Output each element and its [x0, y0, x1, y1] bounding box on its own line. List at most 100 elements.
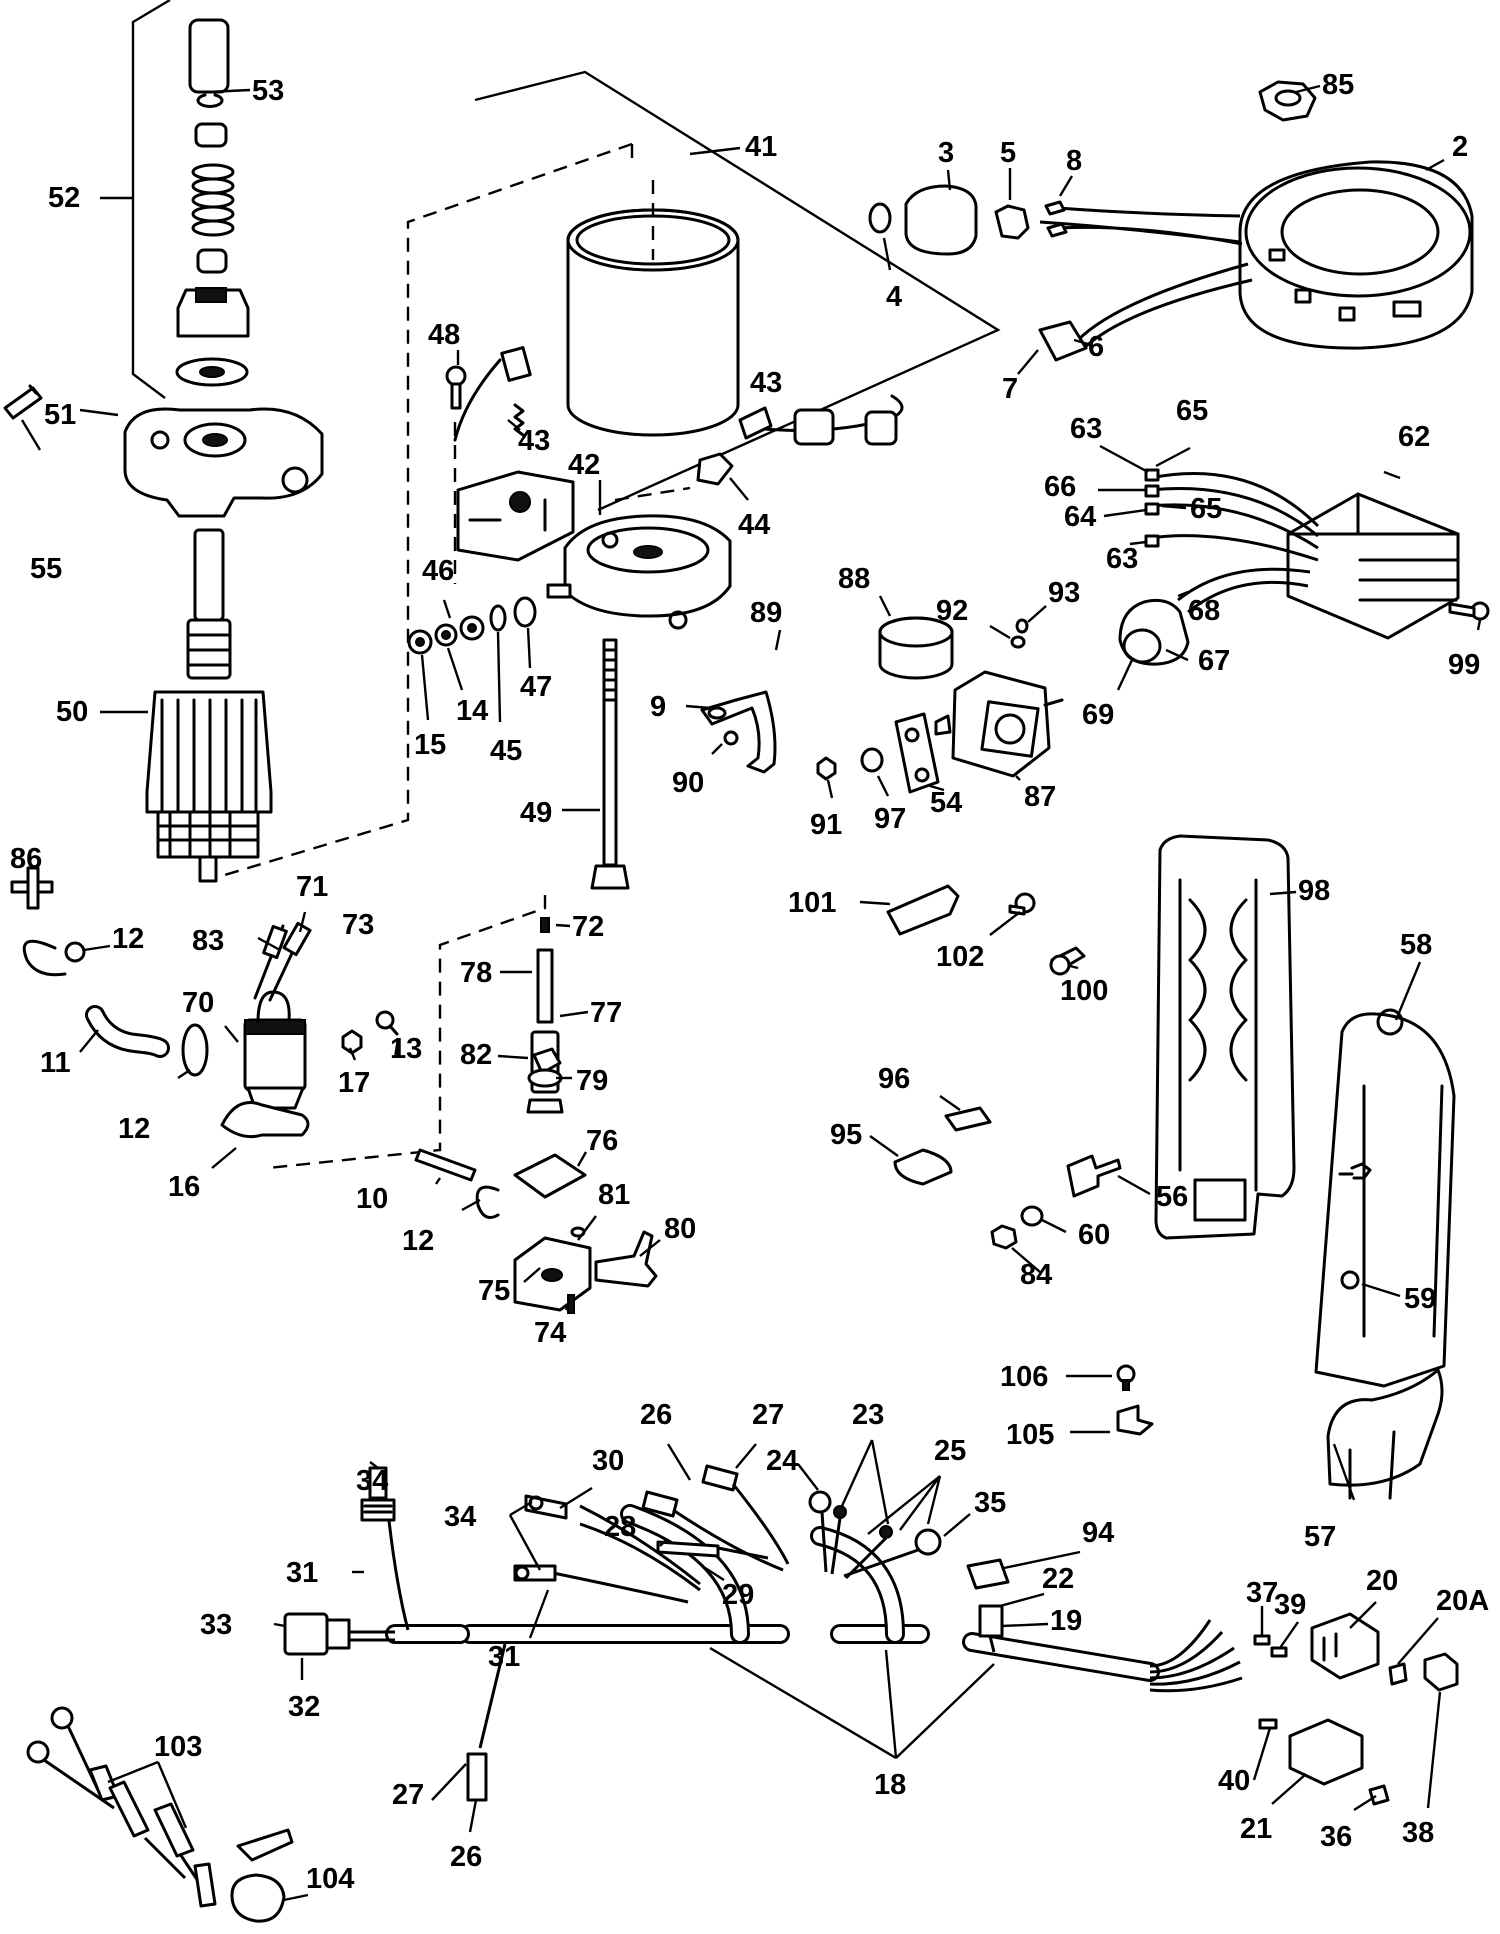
part-number: 12	[402, 1225, 434, 1257]
part-number: 81	[598, 1179, 630, 1211]
part-number: 63	[1106, 543, 1138, 575]
part-number: 68	[1188, 595, 1220, 627]
part-number: 86	[10, 843, 42, 875]
part-number: 62	[1398, 421, 1430, 453]
part-number: 88	[838, 563, 870, 595]
part-number: 97	[874, 803, 906, 835]
part-number: 21	[1240, 1813, 1272, 1845]
part-number: 2	[1452, 131, 1468, 163]
part-number: 73	[342, 909, 374, 941]
part-number: 85	[1322, 69, 1354, 101]
part-number: 72	[572, 911, 604, 943]
part-number: 11	[40, 1047, 71, 1079]
part-number: 37	[1246, 1577, 1278, 1609]
part-number: 14	[456, 695, 488, 727]
part-number: 87	[1024, 781, 1056, 813]
part-number: 12	[112, 923, 144, 955]
part-number: 47	[520, 671, 552, 703]
part-number: 30	[592, 1445, 624, 1477]
part-number: 34	[444, 1501, 476, 1533]
part-number: 57	[1304, 1521, 1336, 1553]
part-number: 58	[1400, 929, 1432, 961]
part-number: 71	[296, 871, 328, 903]
part-number: 94	[1082, 1517, 1114, 1549]
part-number: 48	[428, 319, 460, 351]
fuel-pump-assembly	[414, 917, 658, 1314]
part-number: 19	[1050, 1605, 1082, 1637]
part-number: 9	[650, 691, 666, 723]
part-number: 69	[1082, 699, 1114, 731]
part-number: 78	[460, 957, 492, 989]
part-number: 31	[488, 1641, 520, 1673]
part-number: 38	[1402, 1817, 1434, 1849]
part-number: 59	[1404, 1283, 1436, 1315]
part-number: 79	[576, 1065, 608, 1097]
part-number: 99	[1448, 649, 1480, 681]
part-number: 100	[1060, 975, 1108, 1007]
part-number: 27	[392, 1779, 424, 1811]
part-number: 10	[356, 1183, 388, 1215]
part-number: 67	[1198, 645, 1230, 677]
part-number: 34	[356, 1465, 388, 1497]
part-number: 28	[604, 1511, 636, 1543]
part-number: 51	[44, 399, 76, 431]
part-number: 13	[390, 1033, 422, 1065]
part-number: 20	[1366, 1565, 1398, 1597]
part-number: 95	[830, 1119, 862, 1151]
part-number: 91	[810, 809, 842, 841]
part-number: 5	[1000, 137, 1016, 169]
part-number: 12	[118, 1113, 150, 1145]
part-number: 53	[252, 75, 284, 107]
part-number: 102	[936, 941, 984, 973]
part-number: 96	[878, 1063, 910, 1095]
part-number: 3	[938, 137, 954, 169]
wiring-harness-assembly	[26, 1464, 1459, 1923]
part-number: 55	[30, 553, 62, 585]
part-number: 90	[672, 767, 704, 799]
part-number: 43	[750, 367, 782, 399]
part-number: 27	[752, 1399, 784, 1431]
part-number: 50	[56, 696, 88, 728]
part-number: 77	[590, 997, 622, 1029]
part-number: 49	[520, 797, 552, 829]
part-number: 41	[745, 131, 777, 163]
part-number: 40	[1218, 1765, 1250, 1797]
part-number: 93	[1048, 577, 1080, 609]
part-number: 66	[1044, 471, 1076, 503]
part-number: 80	[664, 1213, 696, 1245]
part-number: 32	[288, 1691, 320, 1723]
part-number: 22	[1042, 1563, 1074, 1595]
part-number: 31	[286, 1557, 318, 1589]
leader-lines	[20, 84, 1482, 1902]
part-number: 18	[874, 1769, 906, 1801]
part-number: 63	[1070, 413, 1102, 445]
part-number: 20A	[1436, 1585, 1489, 1617]
part-number: 44	[738, 509, 770, 541]
part-number: 83	[192, 925, 224, 957]
starter-motor-assembly	[3, 18, 324, 883]
part-number: 7	[1002, 373, 1018, 405]
part-number: 43	[518, 425, 550, 457]
part-number: 6	[1088, 331, 1104, 363]
part-number: 45	[490, 735, 522, 767]
group-frames	[100, 0, 1001, 1170]
part-number: 101	[788, 887, 836, 919]
part-number: 84	[1020, 1259, 1052, 1291]
stator-assembly	[868, 80, 1490, 666]
starter-frame-assembly	[407, 180, 904, 890]
part-number: 64	[1064, 501, 1096, 533]
part-number: 23	[852, 1399, 884, 1431]
part-number: 42	[568, 449, 600, 481]
part-number: 60	[1078, 1219, 1110, 1251]
part-number: 82	[460, 1039, 492, 1071]
part-number: 70	[182, 987, 214, 1019]
part-number: 56	[1156, 1181, 1188, 1213]
part-number: 24	[766, 1445, 798, 1477]
part-number: 89	[750, 597, 782, 629]
part-number: 105	[1006, 1419, 1054, 1451]
part-number: 46	[422, 555, 454, 587]
part-number: 65	[1190, 493, 1222, 525]
part-number: 26	[450, 1841, 482, 1873]
part-number: 8	[1066, 145, 1082, 177]
